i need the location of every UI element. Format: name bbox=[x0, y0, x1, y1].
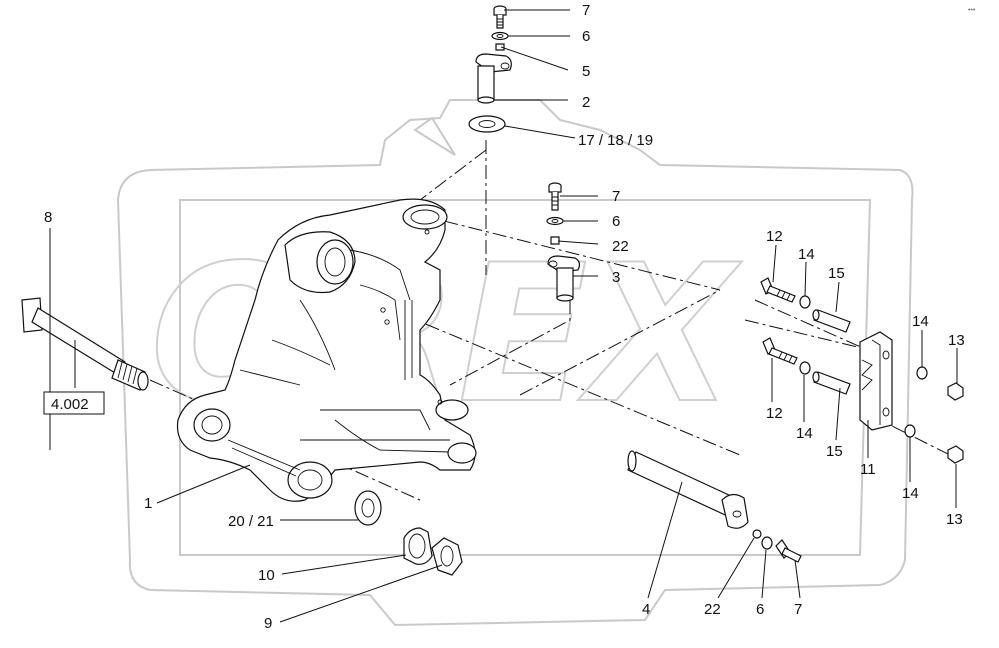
callout-8: 8 bbox=[44, 209, 52, 226]
pin-4-assembly bbox=[627, 450, 802, 563]
callout-14-top: 14 bbox=[798, 246, 815, 263]
callout-6-bot: 6 bbox=[756, 601, 764, 618]
callout-14-mid: 14 bbox=[796, 425, 813, 442]
callout-7-mid: 7 bbox=[612, 188, 620, 205]
callout-5: 5 bbox=[582, 63, 590, 80]
main-bracket bbox=[176, 198, 477, 502]
callout-20-21: 20 / 21 bbox=[228, 513, 274, 530]
callout-1: 1 bbox=[144, 495, 152, 512]
leader-lines bbox=[49, 9, 958, 623]
callout-7-bot: 7 bbox=[794, 601, 802, 618]
callout-22-bot: 22 bbox=[704, 601, 721, 618]
callout-15-bot: 15 bbox=[826, 443, 843, 460]
callout-4: 4 bbox=[642, 601, 650, 618]
callout-9: 9 bbox=[264, 615, 272, 632]
callout-13-bot: 13 bbox=[946, 511, 963, 528]
callout-14-bot: 14 bbox=[902, 485, 919, 502]
pin-8 bbox=[21, 297, 149, 391]
callout-13-top: 13 bbox=[948, 332, 965, 349]
callout-17-18-19: 17 / 18 / 19 bbox=[578, 132, 653, 149]
callout-12-top: 12 bbox=[766, 228, 783, 245]
callout-12-bot: 12 bbox=[766, 405, 783, 422]
callout-11: 11 bbox=[860, 461, 876, 478]
lower-hardware bbox=[354, 490, 463, 576]
clamp-assembly bbox=[760, 277, 964, 464]
callout-4-002: 4.002 bbox=[51, 396, 89, 413]
callout-labels: 7 6 5 2 17 / 18 / 19 7 6 22 3 8 4.002 12… bbox=[43, 2, 965, 632]
upper-pin-stack bbox=[468, 5, 512, 133]
callout-15-top: 15 bbox=[828, 265, 845, 282]
callout-6-mid: 6 bbox=[612, 213, 620, 230]
callout-14-right: 14 bbox=[912, 313, 929, 330]
callout-6-top: 6 bbox=[582, 28, 590, 45]
ref-box bbox=[43, 391, 105, 415]
middle-pin-stack bbox=[546, 182, 581, 302]
callout-22-mid: 22 bbox=[612, 238, 629, 255]
callout-3: 3 bbox=[612, 269, 620, 286]
callout-2: 2 bbox=[582, 94, 590, 111]
callout-10: 10 bbox=[258, 567, 275, 584]
corner-mark: ••• bbox=[968, 7, 976, 14]
callout-7-top: 7 bbox=[582, 2, 590, 19]
